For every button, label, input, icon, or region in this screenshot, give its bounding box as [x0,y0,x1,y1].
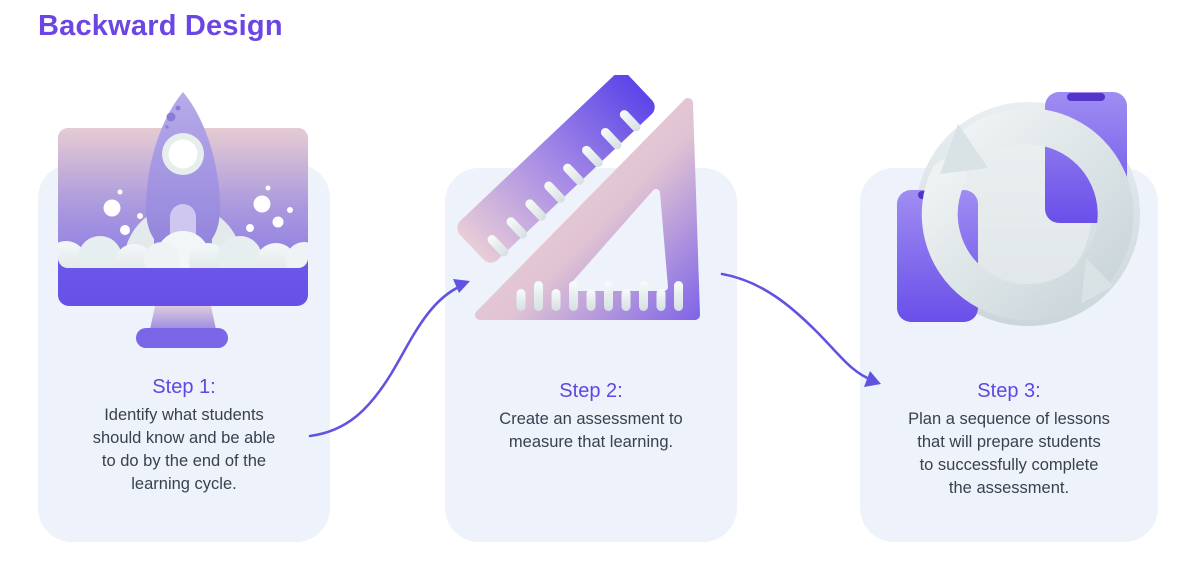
step-1-heading: Step 1: [152,376,216,398]
step-3-card: Step 3: Plan a sequence of lessons that … [860,168,1158,542]
arrow-step1-to-step2 [308,284,463,438]
step-3-text: Step 3: Plan a sequence of lessons that … [868,380,1150,500]
step-2-heading: Step 2: [559,380,623,402]
step-1-text: Step 1: Identify what students should kn… [46,376,322,496]
step-1-card: Step 1: Identify what students should kn… [38,164,330,542]
step-2-text: Step 2: Create an assessment to measure … [453,380,729,454]
step-3-body: Plan a sequence of lessons that will pre… [908,410,1110,497]
step-2-card: Step 2: Create an assessment to measure … [445,168,737,542]
step-3-heading: Step 3: [977,380,1041,402]
step-2-body: Create an assessment to measure that lea… [499,410,683,451]
page-title: Backward Design [38,10,283,42]
step-1-body: Identify what students should know and b… [92,406,276,493]
arrow-step2-to-step3 [720,272,874,382]
sync-arrowhead-top [940,124,988,174]
